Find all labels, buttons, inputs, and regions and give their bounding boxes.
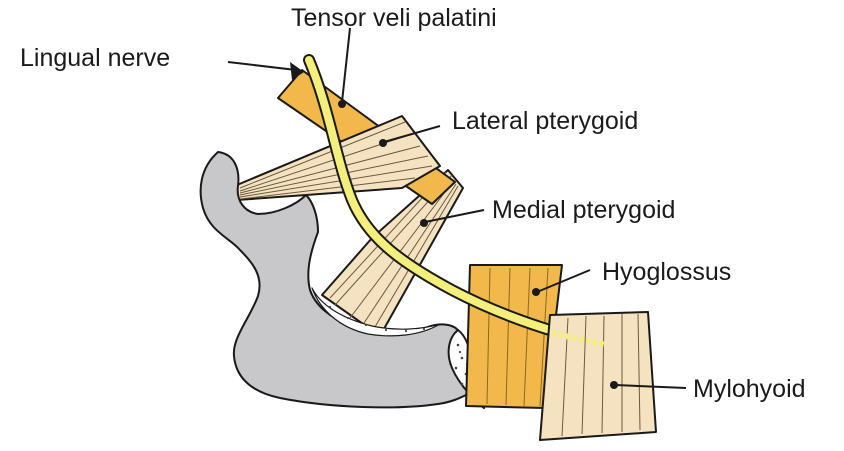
label-medial-pterygoid: Medial pterygoid: [492, 198, 675, 223]
label-mylohyoid: Mylohyoid: [693, 377, 806, 402]
label-tensor-veli-palatini: Tensor veli palatini: [291, 6, 497, 31]
label-hyoglossus: Hyoglossus: [602, 260, 731, 285]
label-lateral-pterygoid: Lateral pterygoid: [452, 109, 638, 134]
label-lingual-nerve: Lingual nerve: [20, 46, 170, 71]
